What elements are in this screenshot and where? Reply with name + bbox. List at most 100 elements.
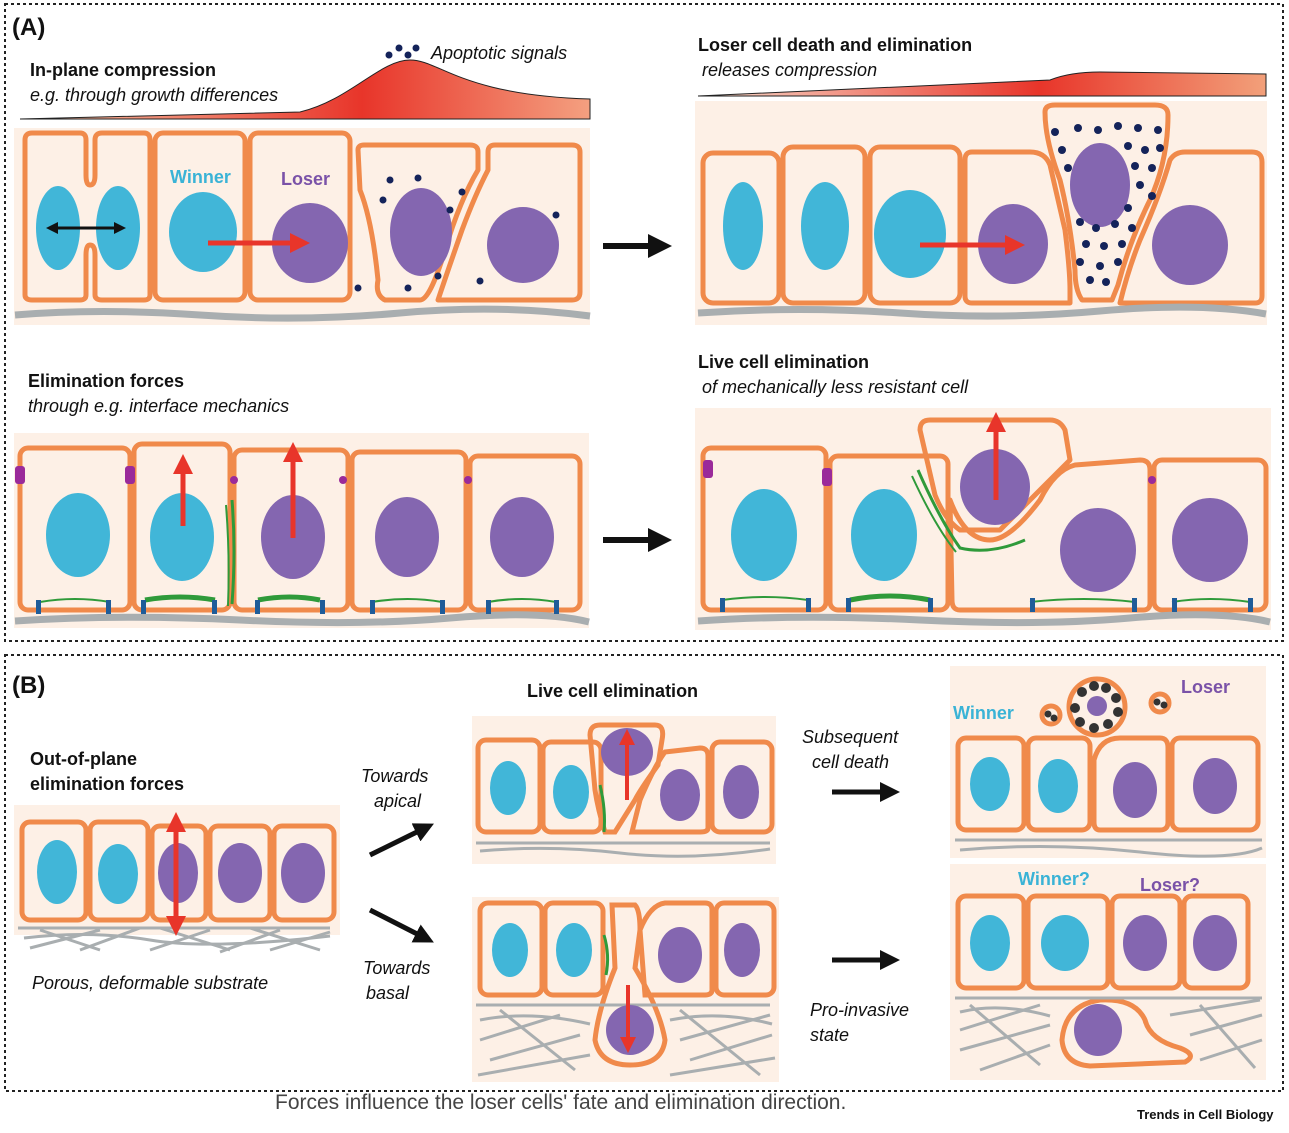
in-plane-subtitle: e.g. through growth differences	[30, 85, 279, 105]
substrate-live-elimination	[697, 611, 1271, 627]
journal-credit: Trends in Cell Biology	[1137, 1107, 1274, 1122]
actin-structures	[39, 499, 557, 607]
winner-nucleus	[851, 489, 917, 581]
loser-nucleus	[660, 769, 700, 821]
cells-live-elimination	[700, 417, 1269, 613]
winner-nucleus	[1038, 759, 1078, 813]
panel-a-label: (A)	[12, 14, 46, 41]
loser-nucleus-fragment	[1087, 696, 1107, 716]
loser-nucleus	[272, 203, 348, 283]
winner-label: Winner	[170, 167, 231, 187]
loser-nucleus	[281, 843, 325, 903]
loser-question-label: Loser?	[1140, 875, 1201, 895]
winner-nucleus	[46, 493, 110, 577]
basal-anchors	[36, 600, 559, 614]
figure-caption: Forces influence the loser cells' fate a…	[275, 1091, 847, 1114]
winner-nucleus	[1041, 915, 1089, 971]
cells-compression	[22, 130, 583, 303]
substrate-apical	[476, 841, 771, 858]
live-elimination-subtitle: of mechanically less resistant cell	[702, 377, 969, 397]
winner-label-b: Winner	[953, 703, 1014, 723]
loser-death-title: Loser cell death and elimination	[698, 35, 973, 55]
live-elimination-title: Live cell elimination	[698, 352, 870, 372]
substrate-label: Porous, deformable substrate	[32, 973, 269, 993]
loser-nucleus	[490, 497, 554, 577]
loser-nucleus	[1123, 915, 1167, 971]
actin-structures	[602, 934, 610, 976]
loser-nucleus	[375, 497, 439, 577]
winner-question-label: Winner?	[1018, 869, 1090, 889]
winner-nucleus	[150, 493, 214, 581]
winner-nucleus	[490, 761, 526, 815]
actin-structures	[721, 469, 1251, 603]
towards-apical-line1: Towards	[361, 766, 429, 786]
apoptotic-dots	[354, 174, 560, 292]
apoptotic-signal-icon	[385, 44, 420, 59]
out-of-plane-title-line1: Out-of-plane	[30, 749, 137, 769]
winner-nucleus	[970, 915, 1010, 971]
subsequent-death-line2: cell death	[812, 752, 890, 772]
basal-direction-arrow	[368, 907, 434, 943]
substrate-death	[697, 303, 1267, 320]
loser-nucleus	[1152, 205, 1228, 285]
junctions	[703, 460, 1156, 486]
winner-nucleus	[553, 765, 589, 819]
substrate-cell-death	[955, 838, 1263, 858]
junctions	[15, 466, 472, 484]
panel-b-label: (B)	[12, 672, 46, 699]
cells-death	[700, 102, 1265, 306]
loser-label-b: Loser	[1181, 677, 1231, 697]
loser-nucleus	[1172, 498, 1248, 582]
loser-nucleus	[1060, 508, 1136, 592]
cells-out-of-plane	[19, 819, 337, 923]
towards-apical-line2: apical	[374, 791, 422, 811]
subsequent-death-line1: Subsequent	[802, 727, 899, 747]
elimination-forces-subtitle: through e.g. interface mechanics	[28, 396, 290, 416]
actin-structures	[598, 784, 606, 833]
pro-invasive-line2: state	[810, 1025, 850, 1045]
in-plane-title: In-plane compression	[30, 60, 217, 80]
loser-nucleus	[1113, 762, 1157, 818]
basal-anchors	[720, 598, 1253, 612]
invasive-nucleus	[1074, 1004, 1122, 1056]
loser-nucleus	[1193, 915, 1237, 971]
cells-pro-invasive	[955, 893, 1251, 1069]
out-of-plane-title-line2: elimination forces	[30, 774, 185, 794]
loser-nucleus	[218, 843, 262, 903]
loser-death-subtitle: releases compression	[702, 60, 878, 80]
cells-basal	[477, 900, 777, 1068]
apoptotic-dots-dying-cell	[1051, 122, 1164, 286]
apical-direction-arrow	[368, 823, 434, 858]
winner-nucleus	[731, 489, 797, 581]
winner-nucleus	[970, 757, 1010, 811]
cells-apical	[475, 722, 775, 835]
compression-gradient-left	[19, 59, 591, 120]
loser-nucleus	[723, 765, 759, 819]
panel-a-border	[4, 3, 1284, 642]
winner-nucleus	[874, 190, 946, 278]
elimination-forces-title: Elimination forces	[28, 371, 185, 391]
loser-nucleus	[390, 188, 452, 276]
winner-nucleus	[492, 923, 528, 977]
live-cell-elimination-b-title: Live cell elimination	[527, 681, 699, 701]
towards-basal-line2: basal	[366, 983, 410, 1003]
porous-substrate	[955, 996, 1263, 1072]
apoptotic-bodies	[1044, 681, 1168, 733]
loser-nucleus	[1193, 758, 1237, 814]
apoptotic-signals-legend: Apoptotic signals	[431, 43, 568, 63]
winner-nucleus	[723, 182, 763, 270]
substrate-forces	[14, 611, 590, 627]
winner-nucleus	[37, 840, 77, 904]
loser-nucleus	[658, 927, 702, 983]
compression-gradient-right	[697, 71, 1267, 97]
winner-nucleus	[169, 192, 237, 272]
winner-nucleus	[556, 923, 592, 977]
porous-substrate	[476, 1003, 776, 1077]
winner-nucleus	[98, 844, 138, 904]
substrate-compression	[14, 305, 591, 322]
winner-nucleus	[801, 182, 849, 270]
cells-cell-death	[955, 676, 1261, 833]
loser-nucleus	[1070, 143, 1130, 227]
loser-nucleus	[724, 923, 760, 977]
